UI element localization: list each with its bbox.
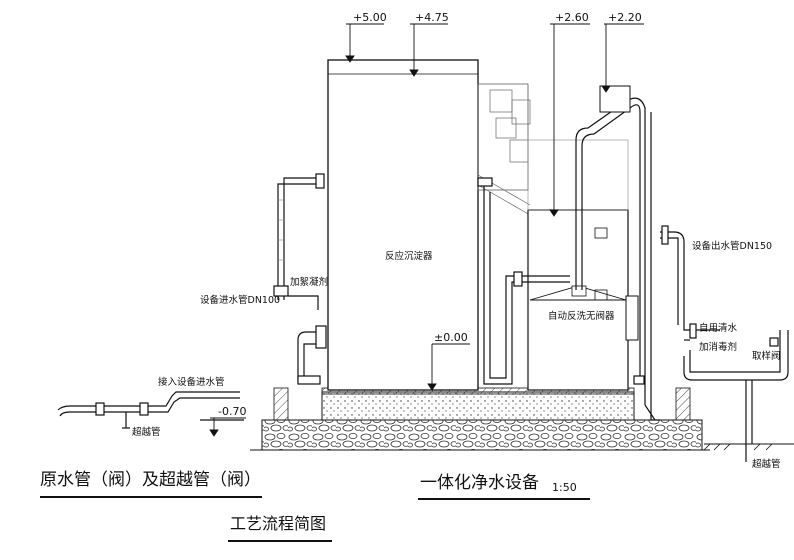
raw-water-pipe xyxy=(57,391,244,429)
elevation-filter-top: +2.60 xyxy=(555,11,589,24)
label-bypass-left: 超越管 xyxy=(132,427,161,438)
valveless-filter xyxy=(527,139,639,391)
label-outlet-pipe: 设备出水管DN150 xyxy=(692,241,773,252)
title-bottom-underline xyxy=(228,540,332,542)
elevation-top-weir: +4.75 xyxy=(415,11,449,24)
label-disinfectant: 加消毒剂 xyxy=(699,342,738,353)
title-center-underline xyxy=(418,498,590,500)
label-backwash-clear: 自用清水 xyxy=(699,323,738,334)
outlet-pipes xyxy=(660,225,789,462)
title-process-flow: 工艺流程简图 xyxy=(230,514,327,533)
label-pac-dosing: 加絮凝剂 xyxy=(290,277,329,288)
label-inlet-pipe: 设备进水管DN100 xyxy=(200,295,281,306)
reaction-sedimentation-tank xyxy=(327,59,531,391)
title-integrated-equipment: 一体化净水设备 xyxy=(420,473,539,493)
elevation-buried: -0.70 xyxy=(218,405,247,418)
elevation-ground: ±0.00 xyxy=(434,331,468,344)
label-connect-inlet: 接入设备进水管 xyxy=(158,377,225,388)
backwash-pipes xyxy=(477,85,660,421)
elevation-outlet-top: +2.20 xyxy=(608,11,642,24)
label-sampling-valve: 取样阀 xyxy=(752,351,781,362)
label-filter: 自动反洗无阀器 xyxy=(548,311,615,322)
title-left-underline xyxy=(40,496,262,498)
foundation xyxy=(250,387,794,451)
title-raw-water-and-bypass: 原水管（阀）及超越管（阀） xyxy=(40,470,261,490)
title-scale: 1:50 xyxy=(552,481,577,494)
inlet-pipes xyxy=(273,173,327,385)
label-reaction-tank: 反应沉淀器 xyxy=(385,251,433,262)
elevation-markers xyxy=(209,23,644,437)
label-bypass-right: 超越管 xyxy=(752,459,781,470)
elevation-top-tank: +5.00 xyxy=(353,11,387,24)
